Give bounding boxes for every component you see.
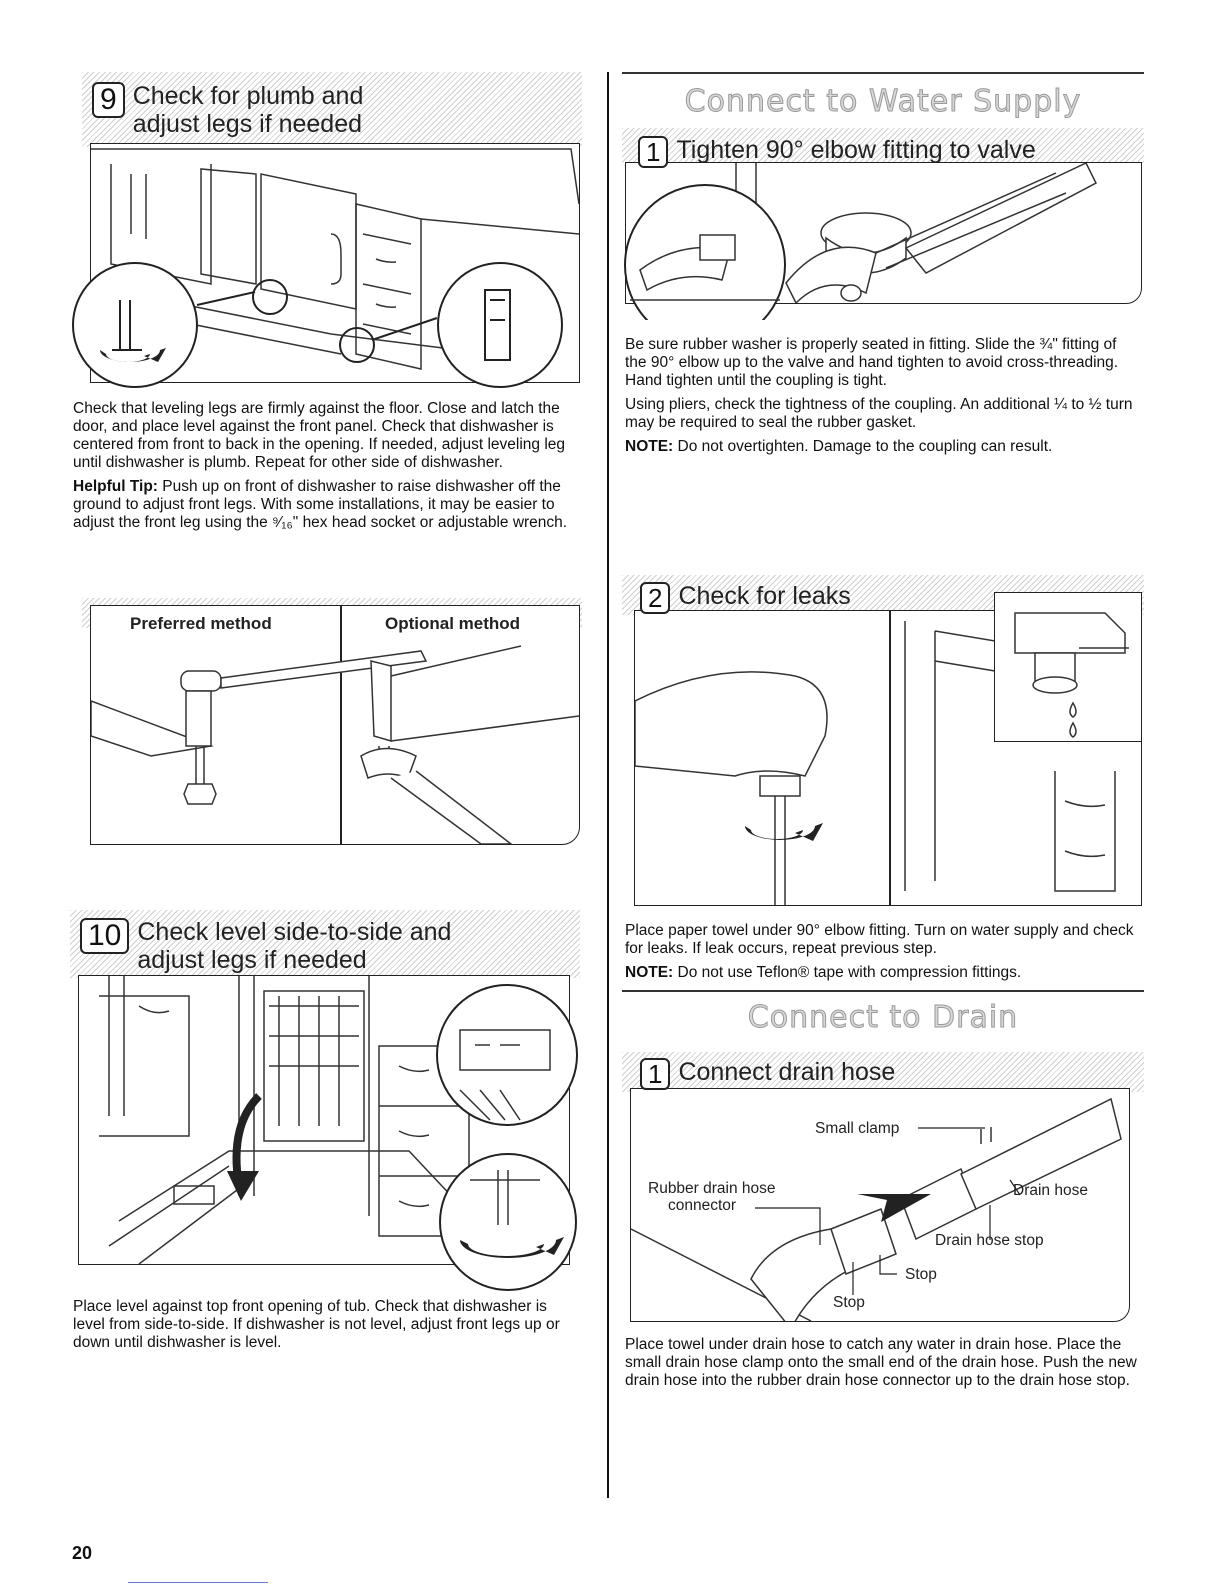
step9-paragraph: Check that leveling legs are firmly agai… bbox=[73, 400, 566, 471]
drain-hose-label: Drain hose bbox=[1013, 1182, 1088, 1199]
w2-title: Check for leaks bbox=[678, 582, 851, 610]
leak-drip-inset-drawing bbox=[1014, 612, 1129, 738]
w1-number: 1 bbox=[638, 136, 669, 168]
w1-title: Tighten 90° elbow fitting to valve bbox=[676, 136, 1036, 164]
dishwasher-cabinet-drawing bbox=[91, 148, 579, 370]
step10-title-line2: adjust legs if needed bbox=[137, 946, 367, 974]
w1-paragraph1: Be sure rubber washer is properly seated… bbox=[625, 336, 1119, 389]
w2-note: NOTE: Do not use Teflon® tape with compr… bbox=[625, 964, 1140, 982]
w1-note: NOTE: Do not overtighten. Damage to the … bbox=[625, 438, 1140, 456]
page-number: 20 bbox=[72, 1543, 93, 1563]
drain-section-title: Connect to Drain bbox=[747, 1000, 1019, 1036]
w1-text: Be sure rubber washer is properly seated… bbox=[625, 336, 1140, 456]
step9-text: Check that leveling legs are firmly agai… bbox=[73, 400, 583, 532]
rubber-connector-label: Rubber drain hose connector bbox=[648, 1180, 776, 1214]
d1-text: Place towel under drain hose to catch an… bbox=[625, 1336, 1140, 1390]
d1-number: 1 bbox=[640, 1058, 671, 1090]
step9-number: 9 bbox=[92, 82, 125, 118]
w2-inset-frame bbox=[994, 592, 1142, 742]
elbow-valve-pliers-drawing bbox=[735, 163, 1097, 303]
methods-frame bbox=[90, 605, 580, 845]
step9-helpful-tip: Helpful Tip: Push up on front of dishwas… bbox=[73, 478, 583, 532]
leak-check-drawing bbox=[635, 611, 1116, 905]
d1-title: Connect drain hose bbox=[678, 1058, 896, 1086]
step10-paragraph: Place level against top front opening of… bbox=[73, 1298, 560, 1351]
d1-frame bbox=[630, 1088, 1130, 1322]
step9-title-line2: adjust legs if needed bbox=[132, 110, 363, 138]
step10-text: Place level against top front opening of… bbox=[73, 1298, 578, 1352]
w1-note-label: NOTE: bbox=[625, 438, 674, 455]
helpful-tip-text: Push up on front of dishwasher to raise … bbox=[73, 478, 568, 531]
w2-text: Place paper towel under 90° elbow fittin… bbox=[625, 922, 1140, 982]
w2-number: 2 bbox=[640, 582, 671, 614]
leveling-leg-tools-drawing bbox=[91, 606, 579, 844]
w1-frame bbox=[625, 162, 1142, 304]
drain-hose-stop-label: Drain hose stop bbox=[935, 1232, 1044, 1249]
small-clamp-label: Small clamp bbox=[815, 1120, 900, 1137]
step10-title-line1: Check level side-to-side and bbox=[137, 918, 452, 946]
helpful-tip-label: Helpful Tip: bbox=[73, 478, 158, 495]
water-section-rule bbox=[622, 72, 1144, 74]
w2-note-text: Do not use Teflon® tape with compression… bbox=[673, 964, 1022, 981]
w1-paragraph2: Using pliers, check the tightness of the… bbox=[625, 396, 1133, 431]
stop-label-right: Stop bbox=[905, 1266, 937, 1283]
w2-paragraph: Place paper towel under 90° elbow fittin… bbox=[625, 922, 1134, 957]
stop-label-left: Stop bbox=[833, 1294, 865, 1311]
w2-note-label: NOTE: bbox=[625, 964, 674, 981]
optional-method-label: Optional method bbox=[385, 614, 521, 633]
step10-frame bbox=[78, 975, 570, 1265]
rubber-connector-label-line1: Rubber drain hose bbox=[648, 1180, 776, 1197]
rubber-connector-label-line2: connector bbox=[668, 1197, 737, 1214]
step9-title-line1: Check for plumb and bbox=[132, 82, 364, 110]
step10-number: 10 bbox=[80, 918, 130, 954]
preferred-method-label: Preferred method bbox=[130, 614, 272, 633]
w1-note-text: Do not overtighten. Damage to the coupli… bbox=[673, 438, 1053, 455]
column-divider bbox=[607, 72, 609, 1498]
drain-section-rule bbox=[622, 990, 1144, 992]
water-section-title: Connect to Water Supply bbox=[684, 84, 1082, 120]
step9-frame bbox=[90, 143, 580, 383]
d1-paragraph: Place towel under drain hose to catch an… bbox=[625, 1336, 1137, 1389]
page-footer-line bbox=[128, 1582, 268, 1583]
dishwasher-open-door-drawing bbox=[99, 976, 540, 1264]
drain-hose-drawing bbox=[631, 1097, 1122, 1321]
